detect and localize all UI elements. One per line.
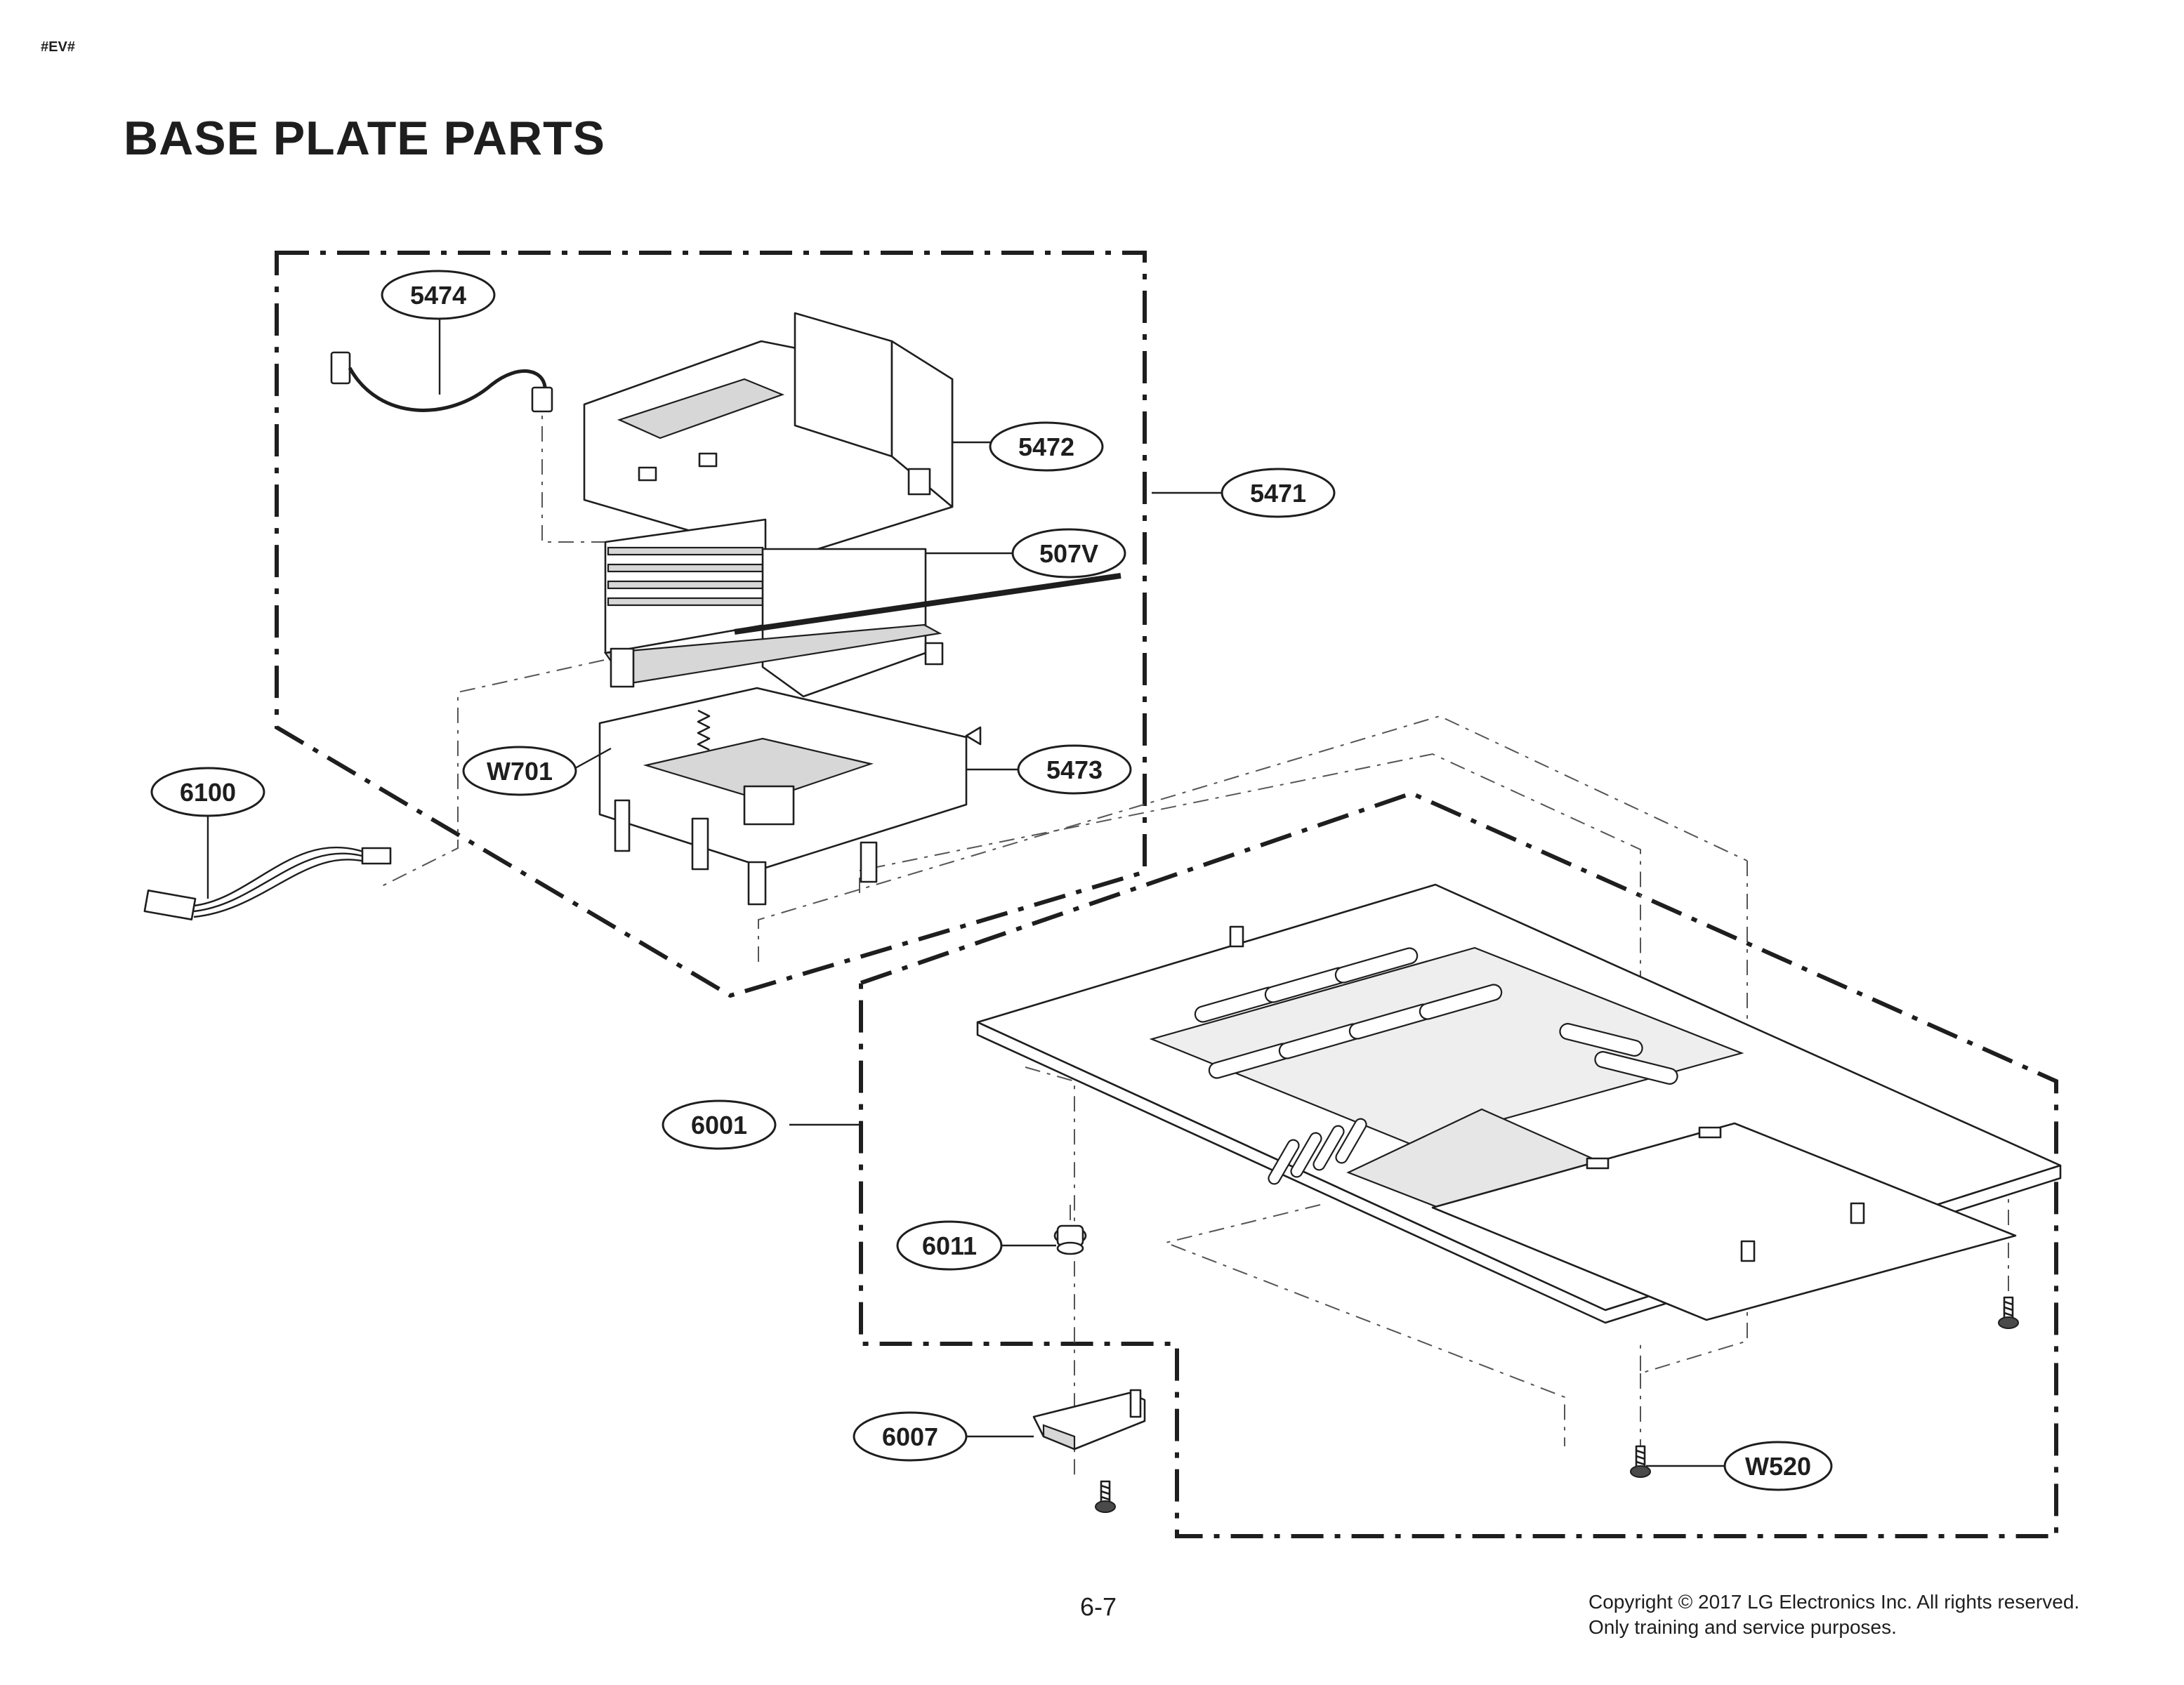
callout-label: 5473 [1046, 755, 1103, 784]
wire-harness-icon [330, 351, 553, 413]
callout-label: W520 [1745, 1452, 1811, 1481]
shield-cover-icon [583, 312, 954, 560]
screw-icon [1630, 1445, 1651, 1478]
callout-5474: 5474 [381, 270, 496, 320]
locking-rivet-icon [1053, 1224, 1087, 1255]
callout-507V: 507V [1011, 528, 1126, 579]
screw-icon [1998, 1296, 2019, 1329]
page-number: 6-7 [1080, 1592, 1117, 1621]
document-tag: #EV# [41, 39, 75, 55]
callout-label: 507V [1039, 539, 1098, 568]
callout-6001: 6001 [662, 1099, 777, 1150]
base-plate-assembly-frame [859, 791, 2058, 1538]
callout-label: 5471 [1250, 479, 1306, 508]
copyright-line: Only training and service purposes. [1588, 1616, 1897, 1638]
callout-5473: 5473 [1017, 744, 1132, 795]
callout-W520: W520 [1723, 1441, 1833, 1491]
callout-label: W701 [487, 757, 553, 786]
bracket-icon [1032, 1389, 1146, 1451]
callout-6100: 6100 [150, 767, 265, 817]
callout-label: 5472 [1018, 432, 1074, 461]
copyright-line: Copyright © 2017 LG Electronics Inc. All… [1588, 1591, 2080, 1613]
component-holder-icon [598, 687, 982, 906]
callout-5472: 5472 [989, 421, 1104, 472]
callout-W701: W701 [462, 746, 577, 796]
ribbon-cable-icon [143, 846, 392, 920]
base-plate-icon [976, 883, 2062, 1324]
callout-6007: 6007 [853, 1411, 968, 1462]
page-title: BASE PLATE PARTS [124, 112, 605, 165]
copyright-notice: Copyright © 2017 LG Electronics Inc. All… [1588, 1590, 2079, 1640]
callout-6011: 6011 [896, 1220, 1003, 1271]
screw-icon [1095, 1480, 1116, 1513]
upper-assembly-frame [275, 251, 1147, 998]
callout-label: 5474 [410, 281, 466, 310]
callout-label: 6100 [180, 778, 236, 807]
callout-5471: 5471 [1221, 468, 1336, 518]
callout-label: 6001 [691, 1111, 747, 1139]
callout-label: 6011 [922, 1231, 977, 1260]
callout-label: 6007 [882, 1422, 938, 1451]
transformer-heatsink-icon [604, 518, 1121, 698]
leader-lines [206, 315, 1725, 1467]
